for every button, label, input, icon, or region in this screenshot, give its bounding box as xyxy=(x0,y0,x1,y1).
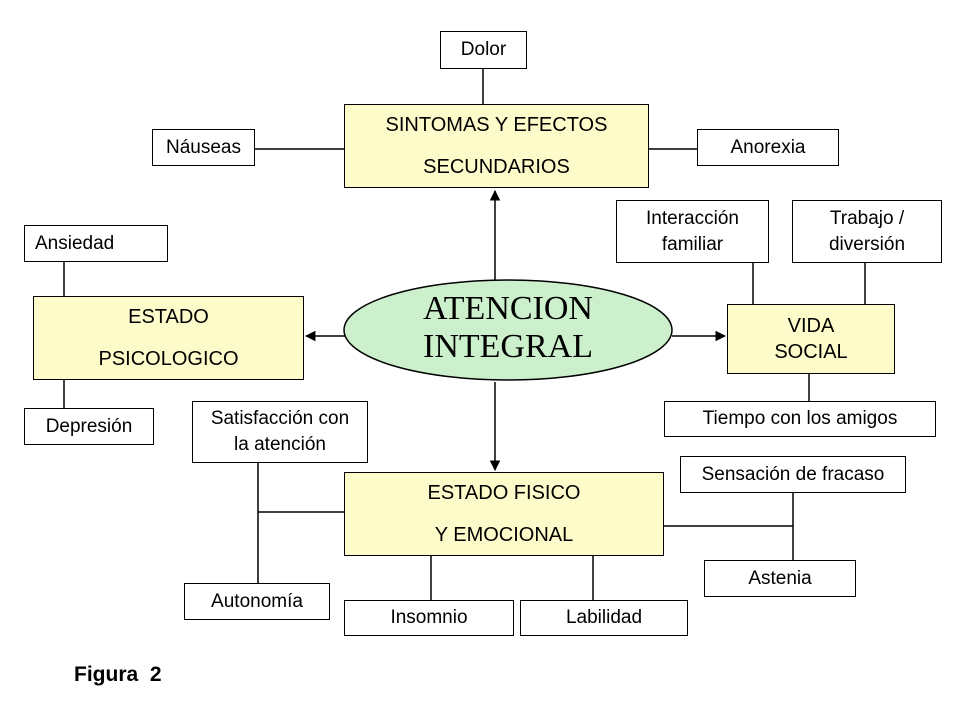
box-dolor: Dolor xyxy=(440,31,527,69)
label-nauseas: Náuseas xyxy=(166,136,241,158)
label-fracaso: Sensación de fracaso xyxy=(701,463,885,485)
box-sintomas: SINTOMAS Y EFECTOS SECUNDARIOS xyxy=(344,104,649,188)
box-fracaso: Sensación de fracaso xyxy=(680,456,906,493)
label-insomnio: Insomnio xyxy=(390,607,468,628)
label-autonomia: Autonomía xyxy=(211,590,303,612)
center-node: ATENCION INTEGRAL xyxy=(344,278,672,378)
box-psicologico: ESTADO PSICOLOGICO xyxy=(33,296,304,380)
box-astenia: Astenia xyxy=(704,560,856,597)
label-satisfaccion-1: Satisfacción con xyxy=(210,408,350,429)
label-ansiedad: Ansiedad xyxy=(35,232,115,254)
fisico-title-2: Y EMOCIONAL xyxy=(434,524,574,546)
label-trabajo-2: diversión xyxy=(828,233,906,255)
box-fisico: ESTADO FISICO Y EMOCIONAL xyxy=(344,472,664,556)
box-ansiedad: Ansiedad xyxy=(24,225,168,262)
center-line-2: INTEGRAL xyxy=(423,328,593,365)
box-depresion: Depresión xyxy=(24,408,154,445)
social-title-1: VIDA xyxy=(787,315,835,337)
label-satisfaccion-2: la atención xyxy=(234,434,326,455)
box-nauseas: Náuseas xyxy=(152,129,255,166)
box-interaccion: Interacción familiar xyxy=(616,200,769,263)
label-labilidad: Labilidad xyxy=(565,607,643,628)
label-interaccion-1: Interacción xyxy=(646,207,739,229)
box-labilidad: Labilidad xyxy=(520,600,688,636)
sintomas-title-2: SECUNDARIOS xyxy=(423,156,570,178)
center-ellipse xyxy=(343,279,673,381)
social-title-2: SOCIAL xyxy=(774,341,848,363)
box-anorexia: Anorexia xyxy=(697,129,839,166)
label-anorexia: Anorexia xyxy=(730,136,806,158)
sintomas-title-1: SINTOMAS Y EFECTOS xyxy=(385,114,608,136)
figure-caption: Figura 2 xyxy=(74,663,162,686)
box-satisfaccion: Satisfacción con la atención xyxy=(192,401,368,463)
box-social: VIDA SOCIAL xyxy=(727,304,895,374)
label-interaccion-2: familiar xyxy=(661,233,724,255)
label-trabajo-1: Trabajo / xyxy=(829,207,905,229)
center-line-1: ATENCION xyxy=(423,290,593,327)
box-amigos: Tiempo con los amigos xyxy=(664,401,936,437)
label-dolor: Dolor xyxy=(460,39,507,60)
label-astenia: Astenia xyxy=(748,567,812,589)
fisico-title-1: ESTADO FISICO xyxy=(427,482,581,504)
psicologico-title-2: PSICOLOGICO xyxy=(98,348,239,370)
box-trabajo: Trabajo / diversión xyxy=(792,200,942,263)
label-depresion: Depresión xyxy=(45,415,133,437)
box-autonomia: Autonomía xyxy=(184,583,330,620)
box-insomnio: Insomnio xyxy=(344,600,514,636)
psicologico-title-1: ESTADO xyxy=(128,306,209,328)
label-amigos: Tiempo con los amigos xyxy=(702,408,898,429)
